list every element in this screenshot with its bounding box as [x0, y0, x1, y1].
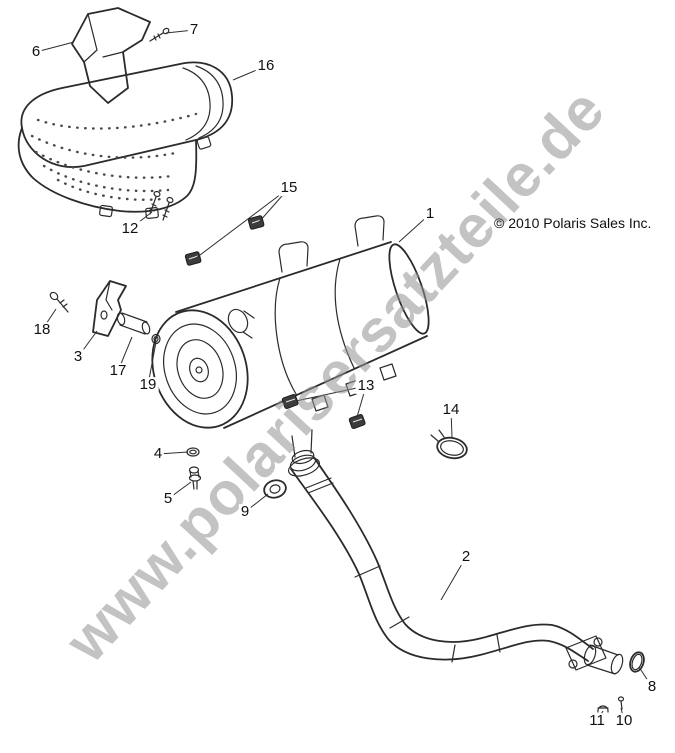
screw-10-part	[617, 696, 625, 710]
screws-12-part	[149, 190, 174, 221]
clamp-14-part	[430, 429, 468, 460]
copyright-text: © 2010 Polaris Sales Inc.	[494, 215, 652, 231]
clip-13a-part	[348, 413, 366, 429]
o-ring-4-part	[186, 447, 200, 457]
clip-nut-15a-part	[247, 215, 265, 230]
bolt-18-part	[49, 291, 69, 313]
heat-shield-main-part	[17, 61, 233, 220]
bracket-3-part	[92, 280, 127, 337]
clip-13b-part	[281, 393, 299, 409]
bolt-5-part	[188, 466, 202, 490]
clip-nut-15b-part	[184, 251, 202, 266]
heat-shield-front-part	[71, 7, 151, 104]
gasket-9-part	[263, 479, 287, 499]
exhaust-pipe-part	[287, 454, 624, 675]
screw-7-part	[149, 27, 170, 42]
retainer-clip-11-part	[597, 705, 609, 713]
spacer-pin-17-part	[116, 312, 151, 335]
clamp-ring-8-part	[629, 651, 645, 673]
muffler-part	[151, 215, 430, 465]
